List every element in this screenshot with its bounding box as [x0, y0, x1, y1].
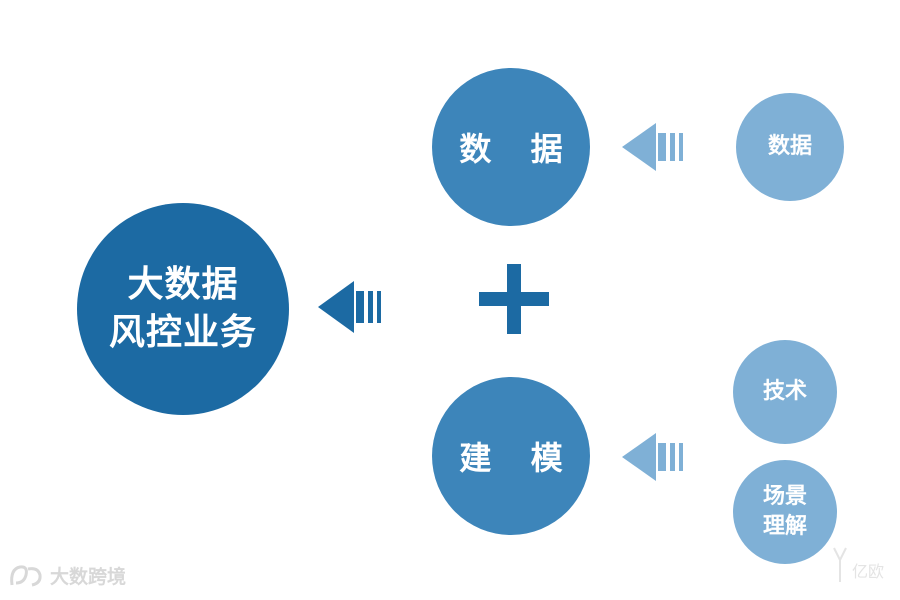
arrow-left-icon: [622, 433, 683, 481]
arrow-left-icon: [318, 281, 381, 333]
input-node-data-label: 数据: [767, 134, 812, 159]
watermark-right-text: 亿欧: [852, 562, 885, 581]
plus-icon: [479, 264, 549, 334]
input-node-scene-understanding: 场景 理解: [733, 460, 837, 564]
middle-node-data-label: 数 据: [459, 130, 577, 168]
main-node-line2: 风控业务: [108, 312, 257, 353]
arrow-left-icon: [622, 123, 683, 171]
main-node-line1: 大数据: [127, 264, 239, 305]
watermark-right: 亿欧: [832, 546, 884, 582]
main-node-big-data-risk-control: 大数据 风控业务: [77, 203, 289, 415]
watermark-logo-icon: [10, 564, 42, 586]
input-node-tech-label: 技术: [762, 379, 807, 404]
middle-node-model-label: 建 模: [459, 439, 577, 477]
input-node-tech: 技术: [733, 340, 837, 444]
middle-node-data: 数 据: [432, 68, 590, 226]
watermark-left-text: 大数跨境: [50, 566, 127, 588]
input-node-scene-line2: 理解: [762, 514, 807, 539]
middle-node-model: 建 模: [432, 377, 590, 535]
input-node-data: 数据: [736, 93, 844, 201]
input-node-scene-line1: 场景: [762, 484, 807, 509]
watermark-logo-icon: [833, 547, 847, 582]
watermark-left: 大数跨境: [8, 562, 126, 589]
